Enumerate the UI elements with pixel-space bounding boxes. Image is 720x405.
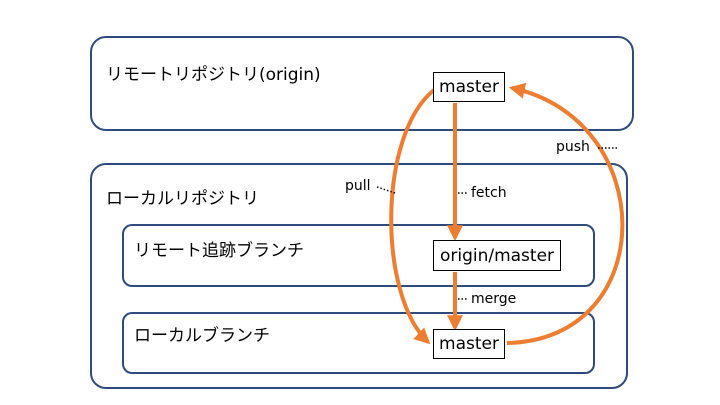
push-arrow xyxy=(506,82,625,345)
pull-arrow xyxy=(389,88,436,345)
fetch-label: fetch xyxy=(471,185,507,201)
local-repository-label: ローカルリポジトリ xyxy=(106,189,259,209)
push-label: push xyxy=(556,139,590,155)
origin-master-node: origin/master xyxy=(433,240,561,271)
local-master-node: master xyxy=(433,329,505,359)
remote-tracking-branch-label: リモート追跡ブランチ xyxy=(134,241,304,261)
pull-label: pull xyxy=(345,178,371,194)
remote-repository-label: リモートリポジトリ(origin) xyxy=(106,65,321,85)
remote-repository-region xyxy=(90,36,634,131)
local-branch-label: ローカルブランチ xyxy=(134,326,270,346)
merge-label: merge xyxy=(471,291,517,307)
remote-master-node: master xyxy=(433,72,505,102)
